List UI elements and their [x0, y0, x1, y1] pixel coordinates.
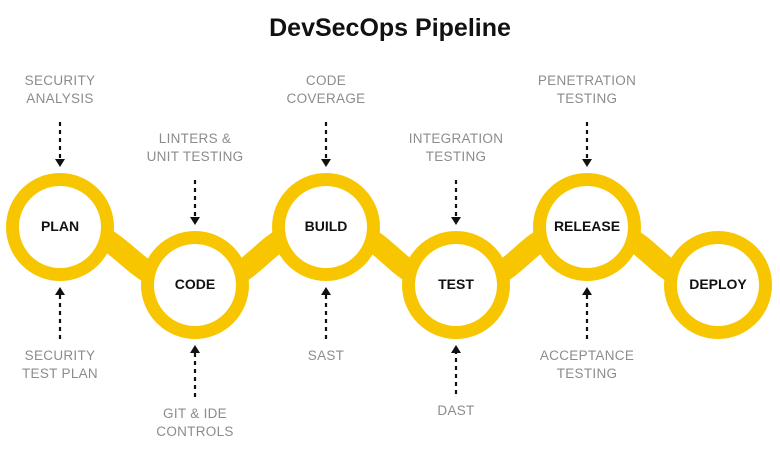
- arrow-down-icon-head: [55, 159, 65, 167]
- stage-inner: [19, 186, 101, 268]
- diagram-title: DevSecOps Pipeline: [269, 14, 511, 42]
- arrow-up-icon-head: [451, 345, 461, 353]
- stage-build-label: BUILD: [304, 218, 348, 234]
- arrow-down-icon-head: [321, 159, 331, 167]
- top-label: SECURITY ANALYSIS: [0, 72, 140, 108]
- stage-test-label: TEST: [438, 276, 474, 292]
- stage-inner: [546, 186, 628, 268]
- bottom-label: GIT & IDE CONTROLS: [115, 405, 275, 441]
- arrow-up-icon-head: [190, 345, 200, 353]
- stage-deploy-label: DEPLOY: [689, 276, 747, 292]
- bottom-label: SECURITY TEST PLAN: [0, 347, 140, 383]
- top-label-line: TESTING: [425, 149, 487, 164]
- top-label: CODE COVERAGE: [246, 72, 406, 108]
- arrow-up-icon-head: [582, 287, 592, 295]
- stage-inner: [677, 244, 759, 326]
- top-label-line: SECURITY: [24, 73, 96, 88]
- bottom-label-line: TEST PLAN: [22, 366, 98, 381]
- top-label-line: TESTING: [556, 91, 618, 106]
- stage-inner: [285, 186, 367, 268]
- stage-plan-label: PLAN: [40, 218, 80, 234]
- bottom-label-line: SECURITY: [24, 348, 96, 363]
- bottom-label-line: ACCEPTANCE: [539, 348, 635, 363]
- stage-inner: [154, 244, 236, 326]
- bottom-label-line: GIT & IDE: [163, 406, 227, 421]
- arrow-down-icon-head: [451, 217, 461, 225]
- arrow-up-icon-head: [55, 287, 65, 295]
- top-label: PENETRATION TESTING: [507, 72, 667, 108]
- arrow-down-icon-head: [582, 159, 592, 167]
- top-label-line: ANALYSIS: [26, 91, 94, 106]
- arrow-down-icon-head: [190, 217, 200, 225]
- stage-code-label: CODE: [174, 276, 216, 292]
- bottom-label-line: TESTING: [556, 366, 618, 381]
- stage-inner: [415, 244, 497, 326]
- bottom-label-line: DAST: [437, 403, 475, 418]
- top-label: INTEGRATION TESTING: [376, 130, 536, 166]
- bottom-label: DAST: [376, 402, 536, 420]
- top-label-line: CODE: [305, 73, 347, 88]
- bottom-label: ACCEPTANCE TESTING: [507, 347, 667, 383]
- top-label: LINTERS & UNIT TESTING: [115, 130, 275, 166]
- top-label-line: COVERAGE: [286, 91, 366, 106]
- bottom-label-line: CONTROLS: [156, 424, 234, 439]
- top-label-line: LINTERS &: [158, 131, 232, 146]
- stage-release-label: RELEASE: [553, 218, 621, 234]
- top-label-line: INTEGRATION: [408, 131, 504, 146]
- bottom-label-line: SAST: [307, 348, 345, 363]
- bottom-label: SAST: [246, 347, 406, 365]
- top-label-line: UNIT TESTING: [146, 149, 244, 164]
- top-label-line: PENETRATION: [537, 73, 637, 88]
- arrow-up-icon-head: [321, 287, 331, 295]
